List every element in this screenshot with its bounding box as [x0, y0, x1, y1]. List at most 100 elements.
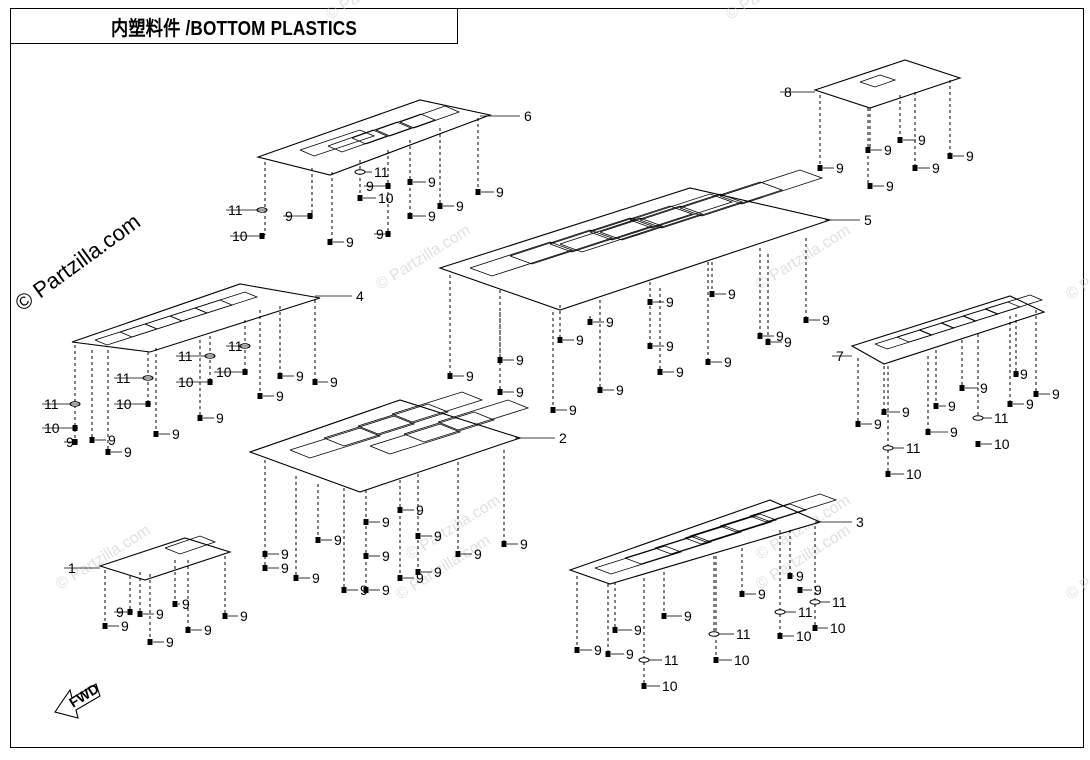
callout-label-bolt: 10 — [216, 364, 232, 380]
callout-label-bolt: 9 — [182, 596, 190, 612]
part-5-plate-rib — [679, 181, 784, 217]
callout-label-washer: 11 — [832, 594, 847, 610]
callout-label-bolt: 9 — [434, 528, 442, 544]
callout-label-bolt: 10 — [116, 396, 132, 412]
bolt-icon — [105, 449, 111, 455]
callout-label-bolt: 9 — [724, 354, 732, 370]
bolt-icon — [797, 587, 803, 593]
bolt-icon — [222, 613, 228, 619]
callout-label-bolt: 9 — [1026, 396, 1034, 412]
bolt-icon — [102, 623, 108, 629]
bolt-icon — [1033, 391, 1039, 397]
callout-label-washer: 11 — [228, 338, 243, 354]
callout-label-bolt: 9 — [334, 532, 342, 548]
washer-icon — [809, 599, 821, 605]
callout-label-part: 2 — [559, 430, 567, 446]
bolt-icon — [787, 573, 793, 579]
bolt-icon — [597, 387, 603, 393]
bolt-icon — [415, 569, 421, 575]
callout-label-washer: 11 — [116, 370, 131, 386]
bolt-icon — [647, 343, 653, 349]
callout-label-bolt: 9 — [281, 546, 289, 562]
callout-label-bolt: 9 — [474, 546, 482, 562]
bolt-icon — [437, 203, 443, 209]
part-3-plate — [568, 493, 838, 585]
bolt-icon — [897, 137, 903, 143]
bolt-icon — [172, 601, 178, 607]
callout-label-bolt: 10 — [734, 652, 750, 668]
callout-label-bolt: 9 — [666, 338, 674, 354]
callout-label-bolt: 10 — [906, 466, 922, 482]
callout-label-washer: 11 — [664, 652, 679, 668]
washer-icon — [972, 415, 984, 421]
bolt-icon — [557, 337, 563, 343]
fwd-arrow-shape — [54, 683, 101, 719]
part-2-plate-rib — [391, 391, 484, 423]
bolt-icon — [262, 551, 268, 557]
part-3-plate-rib — [719, 503, 808, 533]
callout-label-washer: 11 — [228, 202, 243, 218]
callout-label-bolt: 9 — [948, 398, 956, 414]
callout-label-bolt: 9 — [121, 618, 129, 634]
callout-label-bolt: 9 — [382, 582, 390, 598]
bolt-icon — [147, 639, 153, 645]
callout-label-bolt: 9 — [496, 184, 504, 200]
bolt-icon — [587, 319, 593, 325]
callout-label-bolt: 9 — [516, 384, 524, 400]
bolt-icon — [501, 541, 507, 547]
callout-label-bolt: 9 — [676, 364, 684, 380]
callout-label-washer: 11 — [906, 440, 921, 456]
bolt-icon — [197, 415, 203, 421]
bolt-icon — [975, 441, 981, 447]
bolt-icon — [341, 587, 347, 593]
callout-label-bolt: 9 — [884, 142, 892, 158]
callout-label-bolt: 9 — [776, 328, 784, 344]
bolt-icon — [641, 683, 647, 689]
part-5-plate-rib — [549, 217, 654, 253]
callout-label-bolt: 9 — [1020, 366, 1028, 382]
bolt-icon — [855, 421, 861, 427]
bolt-icon — [885, 471, 891, 477]
part-3-plate-rib — [749, 493, 838, 523]
bolt-icon — [757, 333, 763, 339]
part-5-plate-rib — [629, 193, 734, 229]
part-4-plate-rib — [194, 291, 259, 314]
part-2-plate-rib — [323, 415, 416, 447]
callout-label-washer: 11 — [736, 626, 751, 642]
part-5-plate-rib — [589, 205, 694, 241]
callout-label-bolt: 9 — [285, 208, 293, 224]
callout-label-bolt: 9 — [296, 368, 304, 384]
bolt-icon — [293, 575, 299, 581]
bolt-icon — [647, 299, 653, 305]
callout-label-bolt: 10 — [232, 228, 248, 244]
callout-label-bolt: 9 — [594, 642, 602, 658]
callout-label-bolt: 9 — [520, 536, 528, 552]
part-8-plate — [813, 59, 962, 109]
bolt-icon — [803, 317, 809, 323]
callout-label-part: 8 — [784, 84, 792, 100]
bolt-icon — [925, 429, 931, 435]
callout-label-bolt: 9 — [382, 548, 390, 564]
fwd-arrow-icon: FWD — [54, 680, 102, 719]
callout-label-bolt: 9 — [434, 564, 442, 580]
callout-label-bolt: 9 — [980, 380, 988, 396]
part-5-plate-rib — [719, 169, 824, 205]
callout-label-bolt: 9 — [616, 382, 624, 398]
part-2-plate-rib — [357, 403, 450, 435]
watermark-text: © Partzilla.com — [1063, 232, 1090, 304]
callout-label-bolt: 9 — [516, 352, 524, 368]
part-1-plate — [98, 535, 232, 581]
bolt-icon — [574, 647, 580, 653]
callout-label-bolt: 10 — [378, 190, 394, 206]
callout-label-washer: 11 — [798, 604, 813, 620]
bolt-icon — [817, 165, 823, 171]
callout-label-bolt: 9 — [950, 424, 958, 440]
bolt-icon — [1013, 371, 1019, 377]
part-3-plate-rib — [594, 545, 683, 575]
callout-label-bolt: 9 — [666, 294, 674, 310]
watermark-text: © Partzilla.com — [1063, 532, 1090, 604]
washer-icon — [638, 657, 650, 663]
bolt-icon — [363, 587, 369, 593]
callout-label-washer: 11 — [44, 396, 59, 412]
callout-label-bolt: 9 — [466, 368, 474, 384]
